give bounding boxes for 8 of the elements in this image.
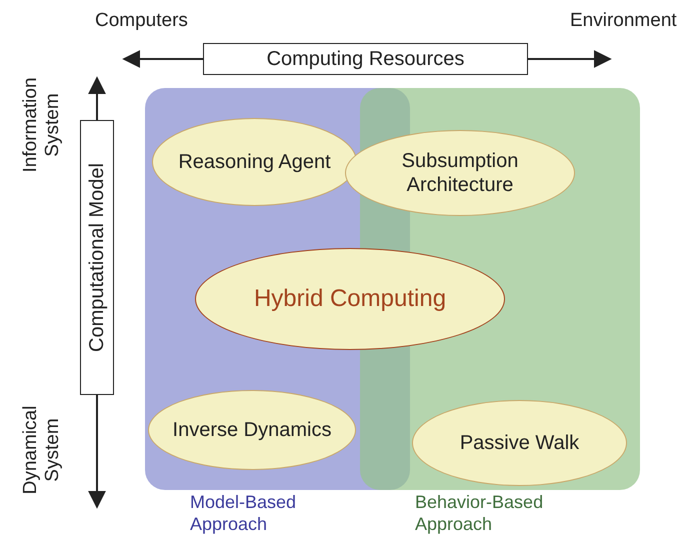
region-label: Model-Based Approach: [190, 492, 298, 536]
axis-label-box: Computing Resources: [203, 43, 528, 75]
axis-label-box: Computational Model: [80, 120, 114, 395]
axis-end-label: Information System: [20, 76, 60, 175]
axis-end-label: Computers: [95, 10, 189, 32]
axis-end-label: Dynamical System: [20, 404, 60, 496]
axis-end-label: Environment: [570, 10, 678, 32]
region-label: Behavior-Based Approach: [415, 492, 544, 536]
